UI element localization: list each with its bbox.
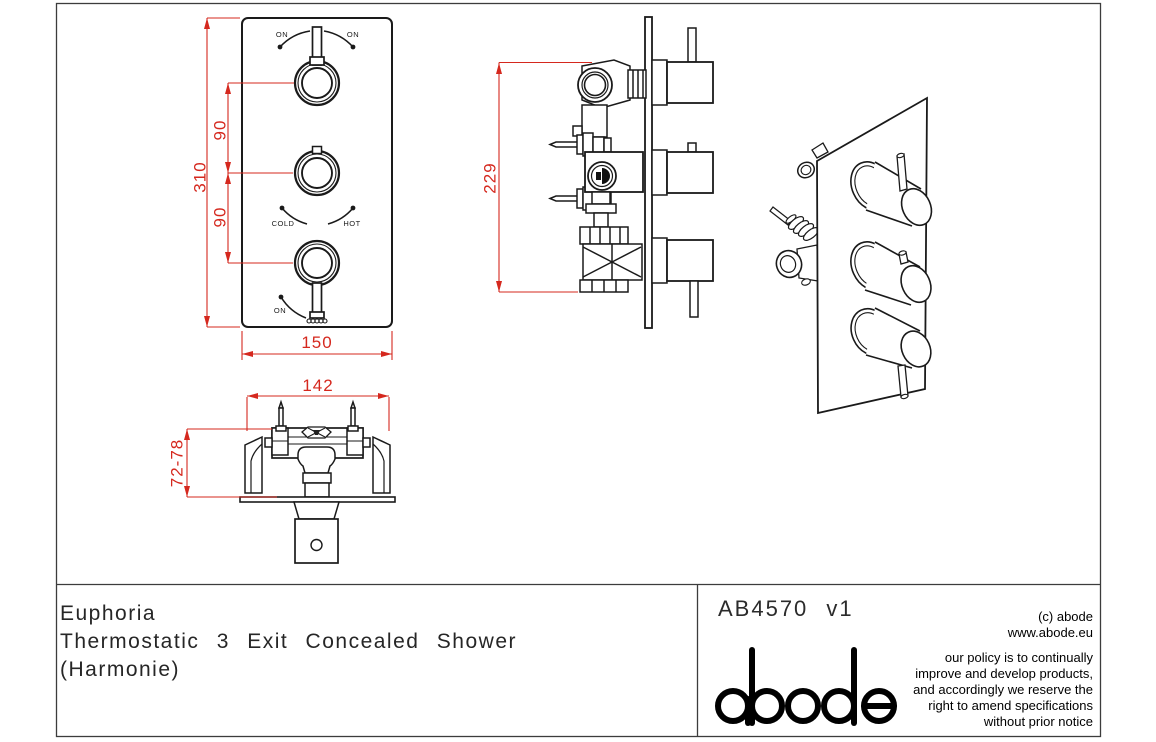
abode-logo [715,647,897,726]
side-dim-lines [498,61,592,293]
drawing-border [55,2,1102,738]
policy-line-5: without prior notice [983,714,1093,729]
persp-knob-middle [850,241,932,306]
product-code: AB4570 v1 [718,596,854,621]
title-block: Euphoria Thermostatic 3 Exit Concealed S… [60,596,1093,729]
persp-knob-bottom [850,307,932,400]
perspective-view [769,96,933,415]
label-hot: HOT [343,219,360,228]
front-dim-arrows [204,18,392,357]
label-on-left: ON [276,30,288,39]
policy-line-4: right to amend specifications [928,698,1093,713]
mounting-pins [275,399,359,432]
policy-line-1: our policy is to continually [945,650,1094,665]
middle-knob-tab [311,145,323,155]
dim-150: 150 [301,333,332,352]
bottom-dim-arrows [184,393,389,497]
front-view: ON ON COLD HOT ON [241,17,393,328]
policy-line-2: improve and develop products, [915,666,1093,681]
dim-310: 310 [190,161,209,192]
policy-line-3: and accordingly we reserve the [913,682,1093,697]
front-knobs [293,59,341,287]
label-on-bottom: ON [274,306,286,315]
indicator-dots [277,44,356,300]
dim-142: 142 [302,376,333,395]
website-text: www.abode.eu [1007,625,1093,640]
dim-90-bottom: 90 [210,207,229,228]
product-name: Euphoria [60,602,156,625]
label-on-right: ON [347,30,359,39]
dim-229: 229 [480,162,499,193]
bottom-view [239,399,396,564]
label-cold: COLD [272,219,295,228]
copyright-text: (c) abode [1038,609,1093,624]
bottom-dim-lines [186,395,390,498]
top-lever [309,26,325,66]
dim-72-78: 72-78 [167,439,186,487]
spindle-top [548,132,612,157]
product-variant: (Harmonie) [60,658,180,681]
persp-knob-top [850,152,933,227]
side-view [548,16,714,329]
side-dim-arrows [496,63,502,292]
product-description: Thermostatic 3 Exit Concealed Shower [60,630,517,653]
dim-90-top: 90 [210,120,229,141]
bottom-lever [306,282,328,324]
